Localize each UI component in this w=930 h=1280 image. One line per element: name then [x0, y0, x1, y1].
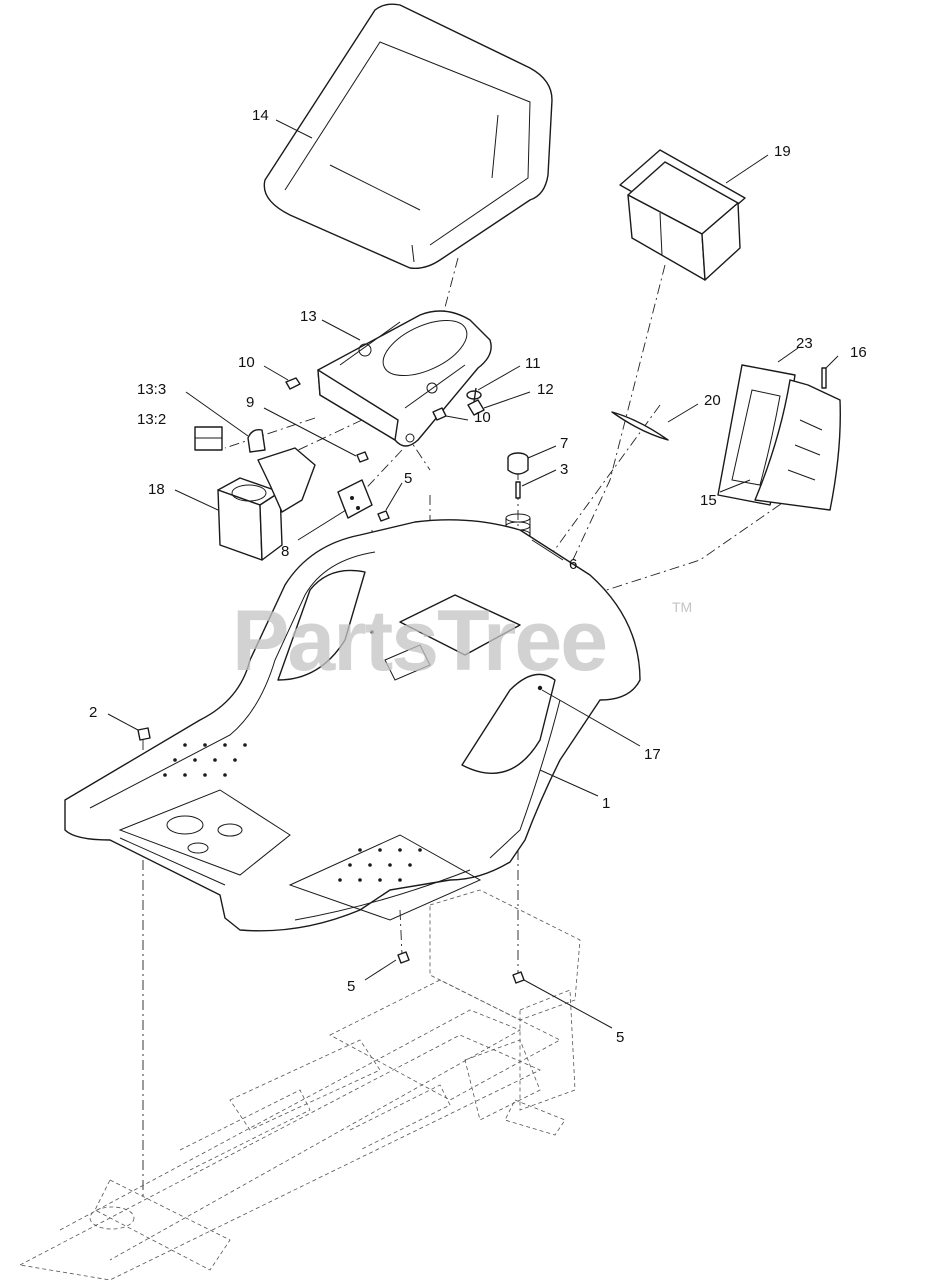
callout-8: 8 [281, 543, 289, 560]
leader-lines [107, 119, 839, 1029]
tractor-frame [18, 889, 581, 1280]
callout-2: 2 [89, 704, 97, 721]
callout-18: 18 [148, 481, 165, 498]
callout-5-right: 5 [616, 1029, 624, 1046]
shim [611, 411, 669, 441]
callout-labels: 14 19 13 23 16 10 11 12 13:3 13:2 9 20 1… [89, 107, 867, 1046]
cup-holder [217, 447, 316, 561]
callout-23: 23 [796, 335, 813, 352]
callout-10-top: 10 [238, 354, 255, 371]
callout-14: 14 [252, 107, 269, 124]
callout-15: 15 [700, 492, 717, 509]
knob-washer [466, 387, 485, 416]
callout-10-bottom: 10 [474, 409, 491, 426]
callout-16: 16 [850, 344, 867, 361]
bracket [337, 479, 373, 519]
callout-9: 9 [246, 394, 254, 411]
storage-box [619, 149, 746, 281]
watermark-text: PartsTree [232, 593, 606, 689]
watermark: PartsTree TM [232, 593, 692, 689]
seat-mount-plate [317, 310, 492, 447]
callout-13: 13 [300, 308, 317, 325]
callout-6: 6 [569, 556, 577, 573]
callout-7: 7 [560, 435, 568, 452]
seat [263, 3, 553, 270]
fender-deck [64, 519, 641, 932]
callout-5-left: 5 [347, 978, 355, 995]
callout-11: 11 [525, 355, 541, 372]
watermark-trademark: TM [672, 599, 692, 615]
decals [194, 426, 266, 453]
callout-5-upper: 5 [404, 470, 412, 487]
callout-17: 17 [644, 746, 661, 763]
callout-19: 19 [774, 143, 791, 160]
callout-13-3: 13:3 [137, 381, 166, 398]
callout-3: 3 [560, 461, 568, 478]
callout-1: 1 [602, 795, 610, 812]
callout-12: 12 [537, 381, 554, 398]
callout-13-2: 13:2 [137, 411, 166, 428]
seat-pads [717, 364, 841, 511]
floor-holes [163, 630, 543, 882]
callout-20: 20 [704, 392, 721, 409]
